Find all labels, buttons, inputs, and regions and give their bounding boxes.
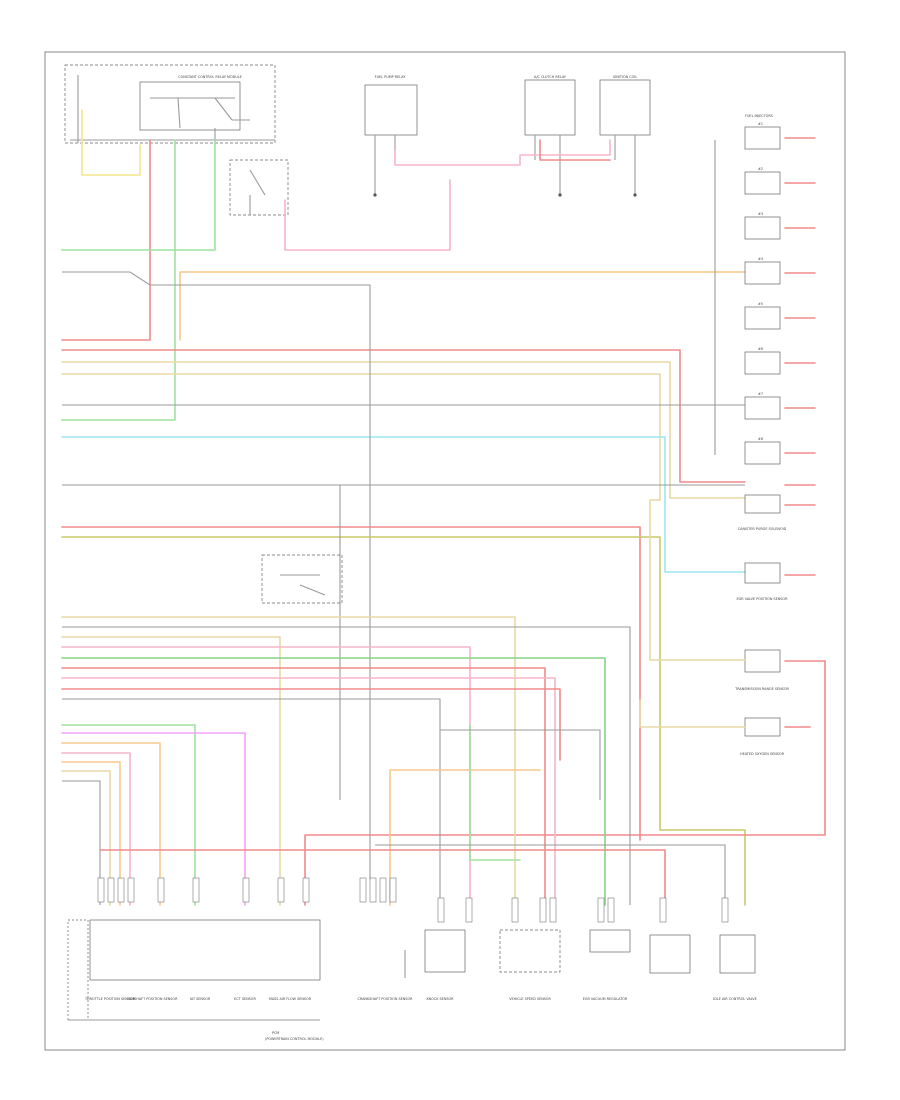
pcm-label: PCM — [272, 1031, 279, 1035]
injector-label-1: #1 — [758, 122, 763, 126]
top-relay-2 — [524, 79, 576, 197]
wire-red-top — [539, 139, 611, 161]
wire-pink-3 — [61, 752, 131, 906]
wire-pink-2 — [61, 677, 556, 906]
wire-olive — [61, 536, 746, 906]
wire-red-6 — [99, 849, 666, 906]
bottom-component-label: VEHICLE SPEED SENSOR — [509, 997, 551, 1001]
top-component-label: FUEL PUMP RELAY — [375, 75, 407, 79]
top-relay-3 — [599, 79, 651, 197]
wire-red-loop — [304, 660, 826, 906]
wire-orange-long — [179, 271, 746, 341]
wire-ltblue — [61, 436, 746, 573]
bottom-component-label: IDLE AIR CONTROL VALVE — [713, 997, 757, 1001]
wire-red-2 — [61, 349, 746, 483]
pcm-sub-label: (POWERTRAIN CONTROL MODULE) — [265, 1037, 324, 1041]
wire-magenta — [61, 732, 246, 906]
injector-label-8: #8 — [758, 437, 763, 441]
wire-tan-2 — [61, 373, 661, 501]
wire-orange-2 — [61, 742, 161, 906]
relay-label-group — [232, 85, 250, 121]
injector-label-2: #2 — [758, 167, 763, 171]
wire-tan-1 — [61, 361, 746, 499]
right-component-label: EGR VALVE POSITION SENSOR — [737, 597, 789, 601]
wire-pink-top — [394, 139, 611, 166]
injector-header: FUEL INJECTORS — [745, 114, 773, 118]
wire-gray-8 — [375, 844, 726, 905]
top-component-label: CONSTANT CONTROL RELAY MODULE — [178, 75, 242, 79]
right-component-label: CANISTER PURGE SOLENOID — [738, 527, 787, 531]
injector-labels: FUEL INJECTORS — [745, 114, 773, 118]
wire-tan-3 — [649, 499, 746, 661]
wire-pink-relay — [284, 179, 451, 251]
wire-tan-6 — [61, 636, 281, 906]
top-component-label: A/C CLUTCH RELAY — [534, 75, 567, 79]
wire-green-2 — [61, 139, 216, 251]
bottom-component-label: CAMSHAFT POSITION SENSOR — [127, 997, 179, 1001]
bottom-component-label: IAT SENSOR — [190, 997, 211, 1001]
injector-label-6: #6 — [758, 347, 763, 351]
wire-red-main — [61, 139, 151, 341]
top-relay-1 — [364, 84, 418, 197]
wire-gray-5 — [62, 626, 631, 905]
wire-gray-9 — [440, 729, 601, 800]
right-component-label: HEATED OXYGEN SENSOR — [740, 752, 785, 756]
wire-red-3 — [61, 526, 641, 841]
right-component-label: TRANSMISSION RANGE SENSOR — [734, 687, 789, 691]
wire-orange-3 — [61, 761, 121, 906]
wire-green-4 — [469, 724, 521, 861]
wire-green-1 — [61, 139, 176, 421]
top-component-label: IGNITION COIL — [613, 75, 638, 79]
wire-orange-4 — [389, 769, 541, 906]
bottom-component-label: KNOCK SENSOR — [426, 997, 454, 1001]
wire-gray-6 — [62, 698, 441, 905]
right-sensors — [744, 494, 826, 737]
injector-label-3: #3 — [758, 212, 763, 216]
injector-stack — [714, 126, 816, 576]
wire-gray-7 — [62, 780, 101, 905]
bottom-component-label: CRANKSHAFT POSITION SENSOR — [358, 997, 414, 1001]
switch-box — [261, 554, 343, 604]
wire-yellow-top — [81, 109, 141, 176]
bottom-component-label: EGR VACUUM REGULATOR — [583, 997, 628, 1001]
wire-pink-1 — [61, 646, 471, 906]
diagram-frame — [44, 51, 846, 1051]
injector-label-7: #7 — [758, 392, 763, 396]
bottom-component-label: ECT SENSOR — [234, 997, 256, 1001]
wire-gray-3 — [62, 271, 371, 880]
bottom-component-label: THROTTLE POSITION SENSOR — [84, 997, 136, 1001]
bottom-connectors — [97, 877, 729, 923]
wire-tan-4 — [639, 699, 746, 728]
injector-label-5: #5 — [758, 302, 763, 306]
wire-tan-7 — [61, 770, 111, 906]
top-left-relay-module — [64, 64, 276, 145]
small-relay — [229, 159, 289, 216]
wire-green-3 — [61, 724, 196, 906]
bottom-component-boxes — [67, 919, 756, 1021]
wire-dgreen — [61, 657, 606, 906]
injector-label-4: #4 — [758, 257, 763, 261]
wire-red-4 — [61, 667, 546, 906]
wire-tan-5 — [61, 616, 516, 906]
bottom-component-label: MASS AIR FLOW SENSOR — [269, 997, 312, 1001]
wire-red-5 — [61, 688, 561, 761]
